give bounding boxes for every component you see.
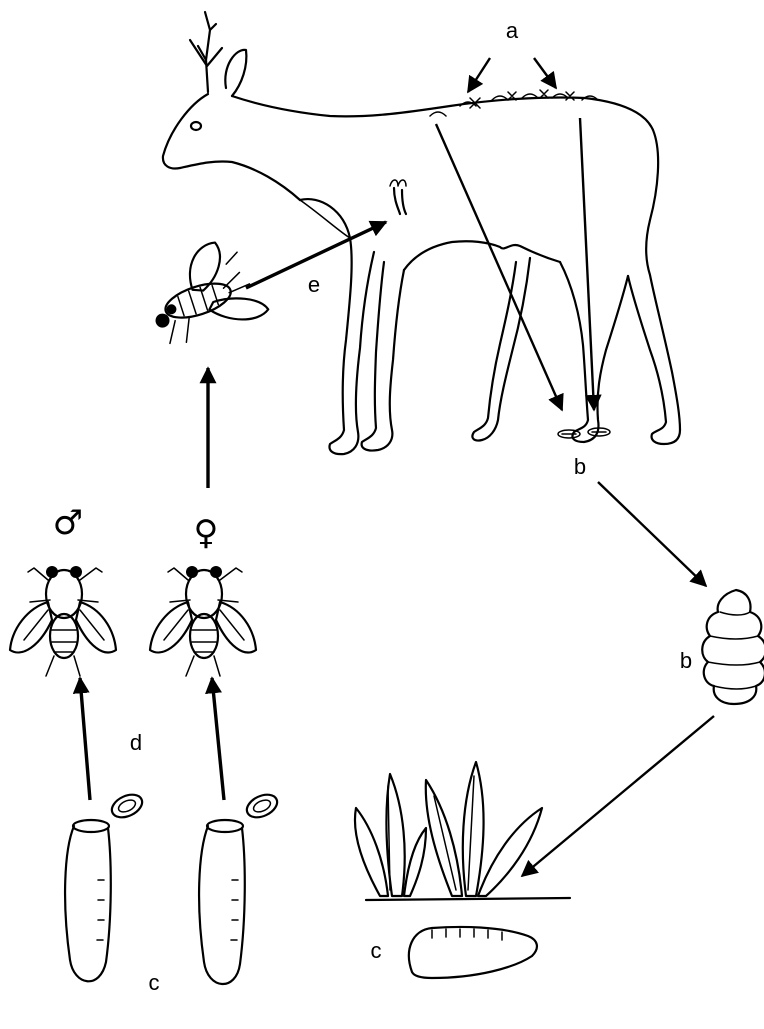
flying-fly-icon — [138, 233, 270, 350]
female-symbol: ♀ — [194, 513, 219, 553]
label-b-larva: b — [680, 648, 692, 673]
arrow-pupa-to-female — [212, 678, 224, 800]
ground-line — [366, 898, 570, 900]
label-d: d — [130, 730, 142, 755]
male-fly-icon — [10, 566, 116, 676]
puparium-left-icon — [65, 790, 146, 981]
puparium-right-icon — [199, 790, 281, 984]
pupa-in-soil-icon — [409, 927, 537, 978]
arrow-pupa-to-male — [80, 678, 90, 800]
arrow-to-soil — [522, 716, 714, 876]
label-b-eggs: b — [574, 454, 586, 479]
deer-host — [163, 12, 680, 454]
female-fly-icon — [150, 566, 256, 676]
arrow-to-larva — [598, 482, 706, 586]
label-c-pupae: c — [149, 970, 160, 995]
dropped-larvae — [558, 428, 610, 438]
male-symbol: ♂ — [53, 503, 83, 543]
label-e: e — [308, 272, 320, 297]
arrow-back-to-eggs-1 — [436, 124, 562, 410]
arrow-back-to-eggs-2 — [580, 118, 594, 410]
arrow-a-right — [534, 58, 556, 88]
arrow-group-a — [468, 58, 556, 92]
grass-plants — [355, 762, 570, 900]
label-a: a — [506, 18, 519, 43]
larva-icon — [702, 590, 764, 704]
label-c-soil: c — [371, 938, 382, 963]
arrow-a-left — [468, 58, 490, 92]
